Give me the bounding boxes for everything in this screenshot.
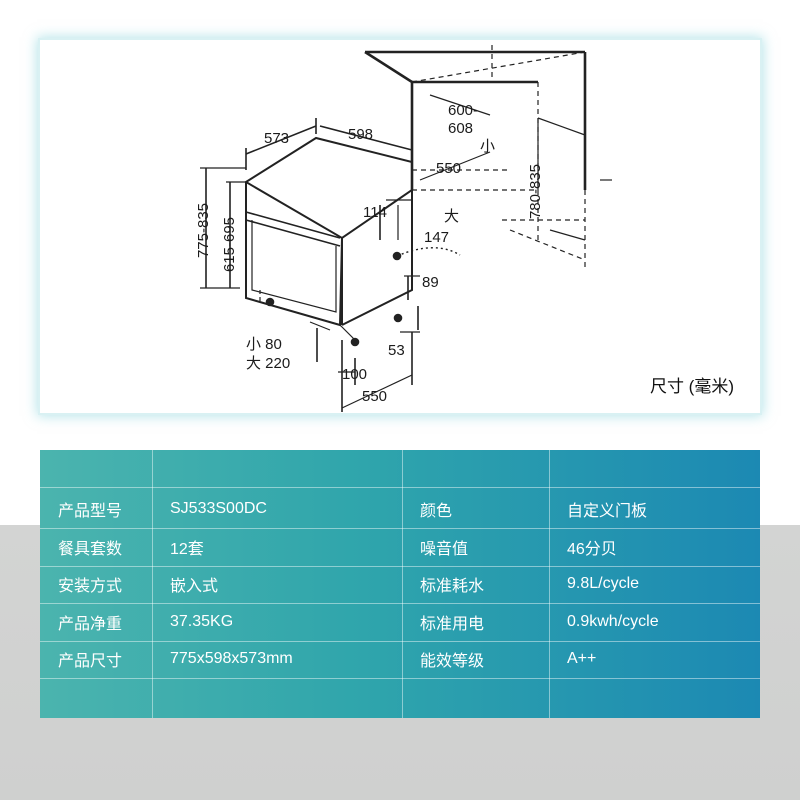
spec-key-2: 噪音值 <box>420 541 469 559</box>
column-divider <box>549 450 550 718</box>
dishwasher-dimension-drawing <box>200 45 612 412</box>
dim-53: 53 <box>388 342 405 359</box>
spec-key-1: 产品尺寸 <box>58 653 123 671</box>
spec-key-1: 产品净重 <box>58 616 123 634</box>
spec-key-1: 安装方式 <box>58 578 123 596</box>
column-divider <box>402 450 403 718</box>
spec-key-1 <box>40 450 152 487</box>
dim-height-775-835: 775-835 <box>195 202 213 259</box>
spec-value-2: A++ <box>567 650 597 668</box>
label-big-147: 大 <box>444 208 460 225</box>
table-row <box>40 450 760 488</box>
spec-key-2 <box>402 679 549 718</box>
dim-niche-depth-550: 550 <box>436 160 462 177</box>
dim-depth-550: 550 <box>362 388 388 405</box>
table-row <box>40 679 760 718</box>
dim-width-598: 598 <box>348 126 374 143</box>
spec-key-2: 能效等级 <box>420 653 485 671</box>
table-row: 安装方式 嵌入式 标准耗水 9.8L/cycle <box>40 566 760 604</box>
spec-value-2: 46分贝 <box>567 541 617 559</box>
spec-value-1: 嵌入式 <box>170 578 219 596</box>
table-row: 餐具套数 12套 噪音值 46分贝 <box>40 529 760 567</box>
dim-door-height-615-695: 615-695 <box>221 216 239 273</box>
spec-key-2: 标准耗水 <box>420 578 485 596</box>
spec-key-1 <box>40 679 152 718</box>
spec-value-2: 0.9kwh/cycle <box>567 613 659 631</box>
spec-value-1: 12套 <box>170 541 204 559</box>
unit-caption: 尺寸 (毫米) <box>649 377 734 396</box>
dim-114: 114 <box>363 204 387 221</box>
spec-value-1: 37.35KG <box>170 613 234 631</box>
spec-key-2 <box>402 450 549 487</box>
column-divider <box>152 450 153 718</box>
label-small-80: 小 80 <box>246 336 282 353</box>
spec-value-1 <box>152 450 402 487</box>
dim-niche-width-608: 608 <box>448 120 474 137</box>
spec-value-2: 自定义门板 <box>567 503 648 521</box>
spec-key-1: 餐具套数 <box>58 541 123 559</box>
spec-key-1: 产品型号 <box>58 503 123 521</box>
dim-niche-height-780-835: 780-835 <box>527 163 545 220</box>
spec-value-1 <box>152 679 402 718</box>
spec-value-1: SJ533S00DC <box>170 500 267 518</box>
spec-key-2: 颜色 <box>420 503 453 521</box>
spec-key-2: 标准用电 <box>420 616 485 634</box>
spec-value-2 <box>549 450 760 487</box>
dim-depth-573: 573 <box>264 130 290 147</box>
spec-table: 产品型号 SJ533S00DC 颜色 自定义门板 餐具套数 12套 噪音值 46… <box>40 450 760 718</box>
dim-147: 147 <box>424 229 450 246</box>
dim-89: 89 <box>422 274 439 291</box>
table-row: 产品型号 SJ533S00DC 颜色 自定义门板 <box>40 491 760 529</box>
dim-niche-width-600: 600- <box>448 102 479 119</box>
label-big-220: 大 220 <box>246 355 291 372</box>
table-row: 产品尺寸 775x598x573mm 能效等级 A++ <box>40 641 760 679</box>
spec-value-1: 775x598x573mm <box>170 650 293 668</box>
table-row: 产品净重 37.35KG 标准用电 0.9kwh/cycle <box>40 604 760 642</box>
spec-value-2 <box>549 679 760 718</box>
dim-100: 100 <box>342 366 368 383</box>
label-small-550: 小 <box>480 138 496 155</box>
spec-value-2: 9.8L/cycle <box>567 575 640 593</box>
dimension-diagram-card: 573 598 600- 608 小 550 780-835 775-835 6… <box>40 40 760 413</box>
